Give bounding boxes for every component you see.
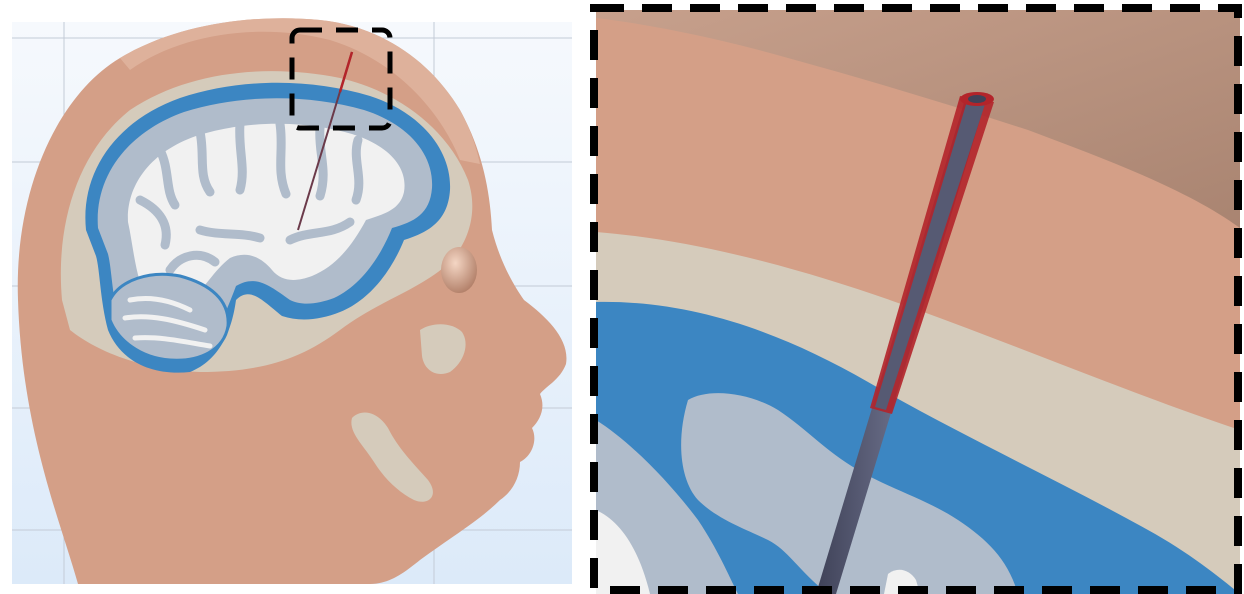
zoom-view-panel [588,0,1244,594]
zoom-view-svg [588,0,1244,594]
electrode-cap-inner [968,95,986,103]
eye-bulge-icon [441,247,477,293]
head-section-svg [0,0,580,594]
head-section-panel [0,0,580,594]
